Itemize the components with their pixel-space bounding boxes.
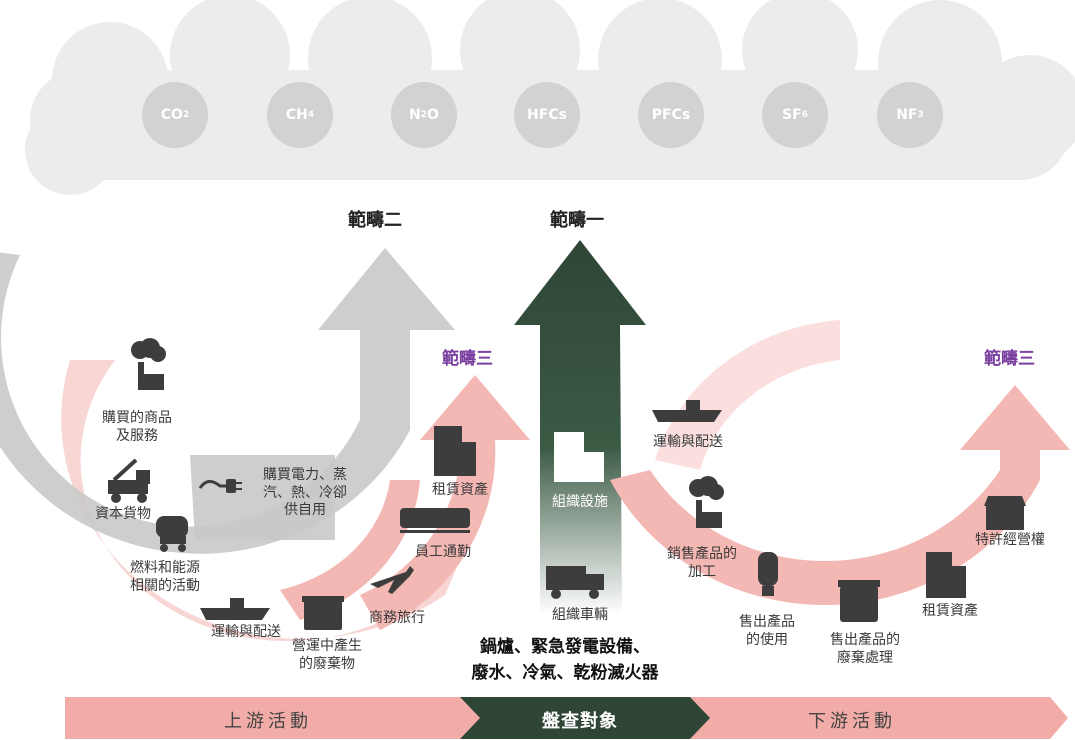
upstream-leased-assets-label: 租賃資產 xyxy=(432,482,488,498)
gas-pfcs: PFCs xyxy=(638,82,704,148)
scope2-label: 範疇二 xyxy=(348,210,402,231)
downstream-band-label: 下游活動 xyxy=(808,711,896,732)
tanker-truck-icon xyxy=(156,516,188,552)
lightbulb-icon xyxy=(758,552,778,596)
crane-truck-icon xyxy=(108,458,150,503)
downstream-transport-label: 運輸與配送 xyxy=(653,434,723,450)
dumpster-icon xyxy=(302,596,344,630)
scope3-upstream-arrow xyxy=(61,360,530,642)
scope1-label: 範疇一 xyxy=(550,210,604,231)
emission-sources-text: 鍋爐、緊急發電設備、 廢水、冷氣、乾粉滅火器 xyxy=(471,637,659,684)
factory-icon-downstream xyxy=(689,476,724,528)
building-icon-downstream xyxy=(926,552,966,598)
facilities-label: 組織設施 xyxy=(552,494,608,510)
airplane-icon xyxy=(370,566,414,594)
truck-icon xyxy=(546,566,604,599)
gas-hfcs: HFCs xyxy=(514,82,580,148)
business-travel-label: 商務旅行 xyxy=(369,610,425,626)
capital-goods-label: 資本貨物 xyxy=(95,506,151,522)
ship-icon xyxy=(200,598,270,620)
scope2-arrow xyxy=(0,248,455,554)
building-icon xyxy=(434,426,476,476)
scope3-downstream-label: 範疇三 xyxy=(984,349,1035,369)
end-of-life-label: 售出產品的 廢棄處理 xyxy=(830,632,900,666)
inventory-band-label: 盤查對象 xyxy=(542,711,618,732)
gas-label: CO xyxy=(160,107,183,123)
scope1-arrow xyxy=(514,240,646,615)
use-of-products-label: 售出產品 的使用 xyxy=(739,614,795,648)
shop-icon xyxy=(984,496,1026,530)
processing-label: 銷售產品的 加工 xyxy=(667,546,737,580)
upstream-band-label: 上游活動 xyxy=(224,711,312,732)
upstream-transport-label: 運輸與配送 xyxy=(211,624,281,640)
scope3-upstream-label: 範疇三 xyxy=(442,349,493,369)
plug-icon xyxy=(198,479,242,493)
ship-icon-downstream xyxy=(652,400,722,422)
fuel-energy-label: 燃料和能源 相關的活動 xyxy=(130,560,200,594)
employee-commuting-label: 員工通勤 xyxy=(415,544,471,560)
purchased-goods-label: 購買的商品 及服務 xyxy=(102,410,172,444)
scope3-downstream-arrow xyxy=(610,320,1070,606)
activity-band xyxy=(65,697,1068,739)
franchises-label: 特許經營權 xyxy=(975,532,1045,548)
waste-operations-label: 營運中產生 的廢棄物 xyxy=(292,638,362,672)
downstream-leased-assets-label: 租賃資產 xyxy=(922,603,978,619)
recycle-bin-icon xyxy=(838,580,880,622)
train-icon xyxy=(400,508,470,533)
office-building-icon xyxy=(554,432,604,482)
factory-icon xyxy=(131,338,166,390)
purchased-electricity-label: 購買電力、蒸 汽、熱、冷卻 供自用 xyxy=(263,467,347,518)
vehicles-label: 組織車輛 xyxy=(552,607,608,623)
